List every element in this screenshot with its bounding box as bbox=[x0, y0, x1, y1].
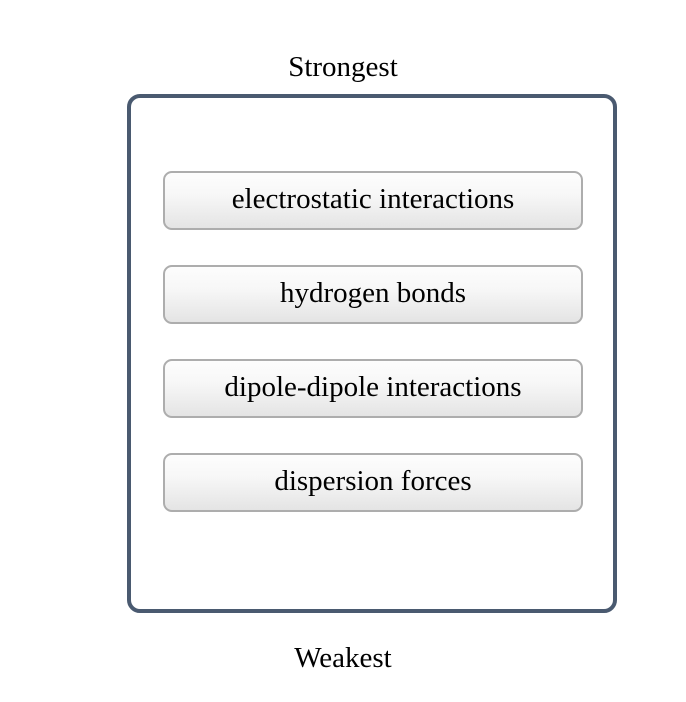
ranking-item-3[interactable]: dipole-dipole interactions bbox=[163, 359, 583, 418]
ranking-item-label: dipole-dipole interactions bbox=[224, 371, 522, 403]
ranking-item-4[interactable]: dispersion forces bbox=[163, 453, 583, 512]
ranking-item-list: electrostatic interactions hydrogen bond… bbox=[163, 171, 583, 512]
ranking-container: electrostatic interactions hydrogen bond… bbox=[127, 94, 617, 613]
strongest-caption: Strongest bbox=[288, 51, 398, 83]
ranking-item-2[interactable]: hydrogen bonds bbox=[163, 265, 583, 324]
weakest-caption: Weakest bbox=[294, 642, 392, 674]
ranking-item-1[interactable]: electrostatic interactions bbox=[163, 171, 583, 230]
ranking-item-label: electrostatic interactions bbox=[231, 183, 515, 215]
ranking-item-label: hydrogen bonds bbox=[279, 277, 467, 309]
ranking-item-label: dispersion forces bbox=[274, 465, 472, 497]
